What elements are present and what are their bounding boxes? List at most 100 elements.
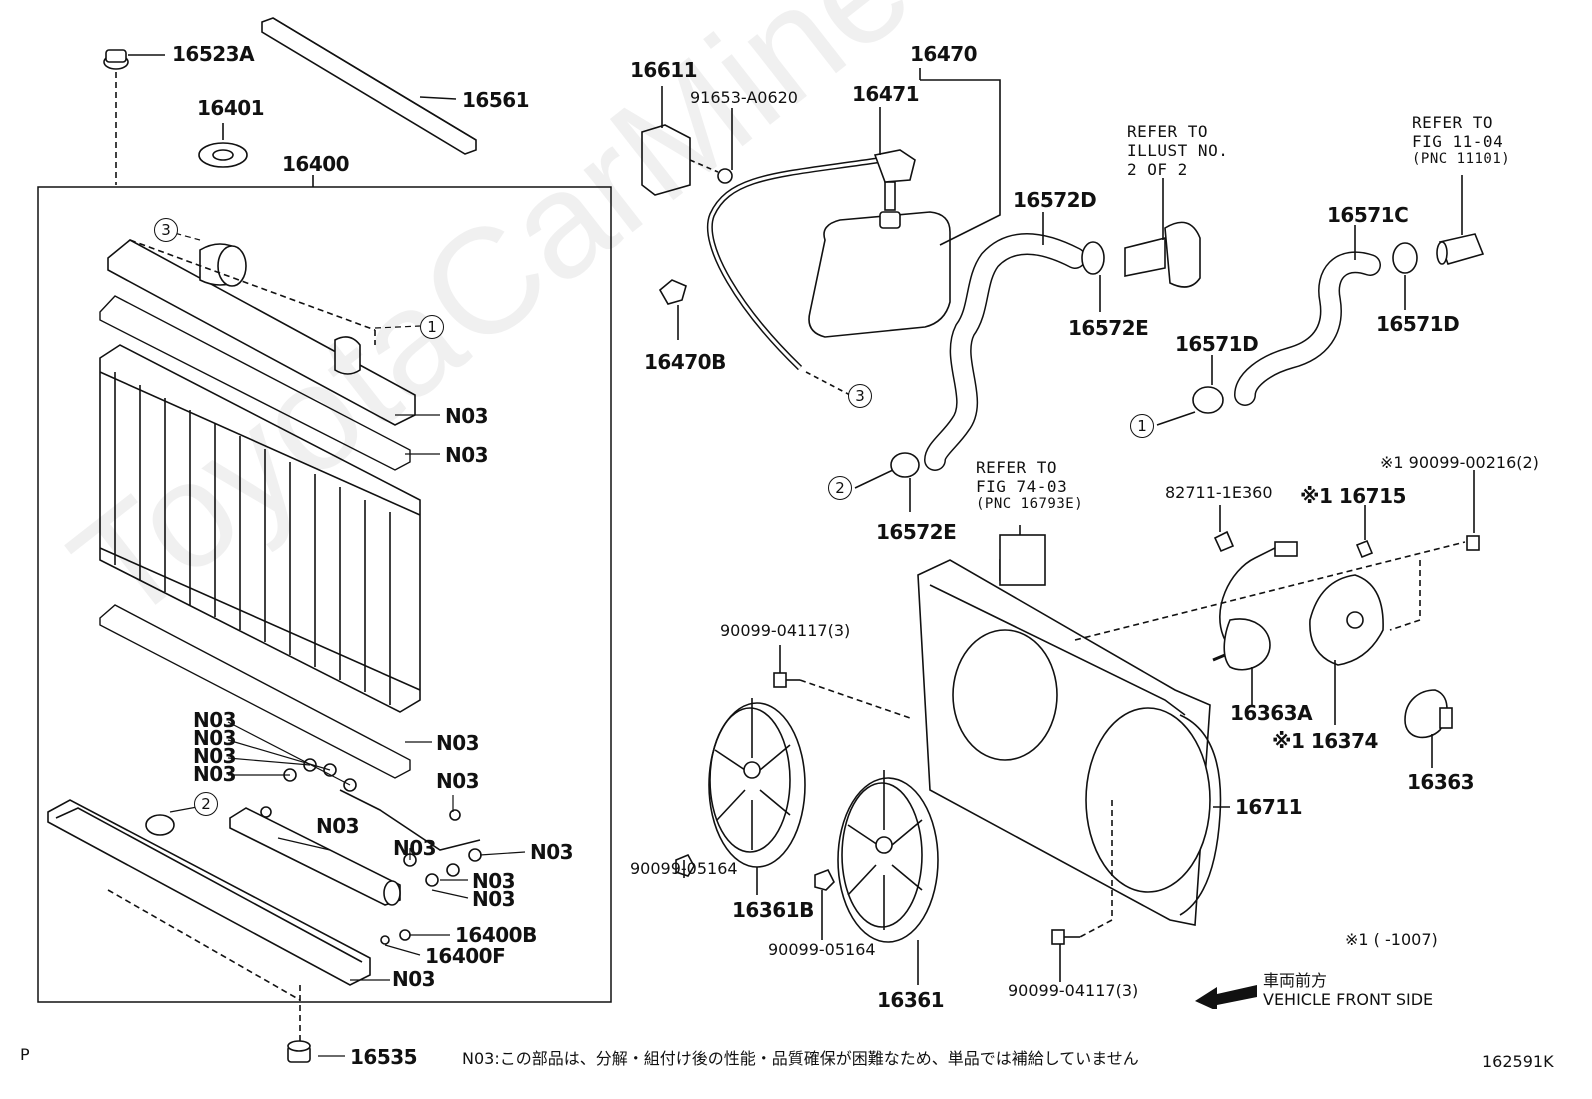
part-label-90099-05164-center: 90099-05164 [768,940,876,959]
lower-tank [47,799,371,1045]
fan-16361 [837,770,939,985]
part-label-16572e-upper: 16572E [1068,316,1149,340]
part-label-16572e-lower: 16572E [876,520,957,544]
page-marker: P [20,1045,30,1064]
lower-gasket [99,604,411,779]
front-arrow-icon [1195,985,1257,1009]
reference-part-16793e [999,534,1046,586]
reference-note-fig-11-04: REFER TO FIG 11-04 (PNC 11101) [1412,113,1510,168]
part-label-n03: N03 [392,967,436,991]
radiator-cap-16523a [103,49,165,185]
part-label-16361: 16361 [877,988,945,1012]
radiator-core [99,344,421,713]
part-label-n03: N03 [445,443,489,467]
figure-code: 162591K [1482,1052,1554,1071]
inlet-pipe [1436,175,1485,265]
callout-circle: 2 [194,792,218,816]
part-label-82711-1e360: 82711-1E360 [1165,483,1273,502]
radiator-seal-16561 [261,17,477,155]
lower-hose [1234,225,1381,406]
part-label-16470: 16470 [910,42,978,66]
reference-line: REFER TO [1412,113,1494,132]
part-label-16715: ※1 16715 [1300,484,1406,508]
reference-line: (PNC 16793E) [976,496,1084,513]
part-label-16363: 16363 [1407,770,1475,794]
radiator-group-box [37,186,612,1003]
part-label-n03: N03 [436,731,480,755]
reference-line: FIG 74-03 [976,477,1068,497]
part-label-16571d-lower: 16571D [1175,332,1259,356]
part-label-n03: N03 [193,762,237,786]
part-label-91653-a0620: 91653-A0620 [690,88,798,107]
reference-note-illust: REFER TO ILLUST NO. 2 OF 2 [1127,122,1228,180]
part-label-16611: 16611 [630,58,698,82]
reservoir-tank [808,68,1001,338]
part-label-90099-04117-lower: 90099-04117(3) [1008,981,1139,1000]
callout-circle: 3 [848,384,872,408]
part-label-16374: ※1 16374 [1272,729,1378,753]
bracket-16611 [641,86,733,196]
callout-circle: 3 [154,218,178,242]
part-label-n03: N03 [193,726,237,750]
part-label-n03: N03 [316,814,360,838]
part-label-16471: 16471 [852,82,920,106]
part-label-16572d: 16572D [1013,188,1097,212]
part-label-90099-04117-upper: 90099-04117(3) [720,621,851,640]
part-label-n03: N03 [530,840,574,864]
part-label-16400b: 16400B [455,923,537,947]
callout-circle: 1 [1130,414,1154,438]
part-label-n03: N03 [193,744,237,768]
part-label-16711: 16711 [1235,795,1303,819]
reference-line: ILLUST NO. [1127,141,1229,161]
part-label-n03: N03 [472,869,516,893]
fan-fasteners [675,645,1113,982]
part-label-n03: N03 [393,836,437,860]
reference-line: FIG 11-04 [1412,132,1504,152]
part-label-n03: N03 [472,887,516,911]
vehicle-front-label-en: VEHICLE FRONT SIDE [1263,990,1434,1009]
fan-16361b [708,698,806,895]
part-label-16523a: 16523A [172,42,255,66]
reference-note-fig-74-03: REFER TO FIG 74-03 (PNC 16793E) [976,458,1083,513]
part-label-16535: 16535 [350,1045,418,1069]
callout-circle: 2 [828,476,852,500]
part-label-16470b: 16470B [644,350,726,374]
part-label-16400: 16400 [282,152,350,176]
overflow-hose [706,157,881,396]
part-label-n03: N03 [445,404,489,428]
part-label-n03: N03 [193,708,237,732]
clip-16470b [658,279,687,340]
upper-hose [924,212,1086,471]
fan-motor-assembly [1074,470,1480,768]
drain-plug-16535 [287,1040,311,1063]
part-label-16363a: 16363A [1230,701,1313,725]
part-label-16571c: 16571C [1327,203,1409,227]
left-leaders [155,227,526,1057]
reference-line: (PNC 11101) [1412,151,1511,168]
radiator-support-16401 [198,123,248,168]
clamp-16571d-lower [1156,355,1224,426]
part-label-16561: 16561 [462,88,530,112]
clamp-16572e-lower [854,452,920,512]
part-label-16400f: 16400F [425,944,506,968]
reference-line: REFER TO [1127,122,1209,141]
upper-gasket [99,295,411,471]
part-label-16361b: 16361B [732,898,814,922]
n03-note: N03:この部品は、分解・組付け後の性能・品質確保が困難なため、単品では補給して… [462,1049,1139,1068]
clamp-16572e-upper [1081,241,1105,312]
footnote-range: ※1 ( -1007) [1345,930,1438,949]
reference-line: REFER TO [976,458,1058,477]
callout-circle: 1 [420,315,444,339]
fan-shroud [917,559,1230,926]
clamp-16571d-upper [1392,242,1418,310]
part-label-16401: 16401 [197,96,265,120]
part-label-16571d-upper: 16571D [1376,312,1460,336]
reference-line: 2 OF 2 [1127,160,1188,180]
water-outlet [1124,178,1201,288]
part-label-90099-05164-left: 90099-05164 [630,859,738,878]
part-label-n03: N03 [436,769,480,793]
vehicle-front-label-jp: 車両前方 [1263,971,1328,990]
upper-tank [107,239,416,426]
part-label-90099-00216: ※1 90099-00216(2) [1380,453,1539,472]
